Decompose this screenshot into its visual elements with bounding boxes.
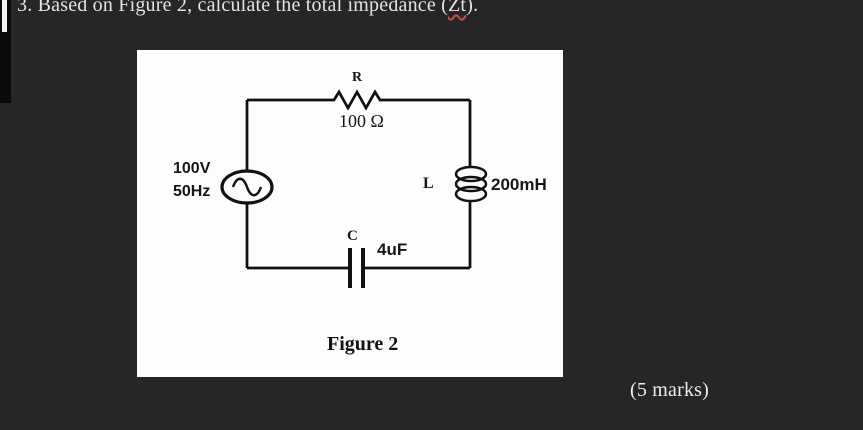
capacitor-value: 4uF (377, 240, 408, 259)
question-text-suffix: ). (466, 0, 479, 16)
question-text: 3. Based on Figure 2, calculate the tota… (17, 0, 478, 15)
source-voltage-label: 100V (173, 160, 211, 177)
capacitor-label: C (347, 228, 358, 244)
figure-image-panel: R 100 Ω 100V 50Hz L 200mH C 4uF Figure 2 (137, 50, 563, 377)
figure-caption: Figure 2 (327, 333, 399, 355)
inductor-value: 200mH (491, 175, 547, 194)
capacitor-symbol (348, 248, 365, 288)
source-frequency-label: 50Hz (173, 183, 211, 200)
ac-source-symbol (220, 169, 274, 205)
resistor-value: 100 Ω (339, 111, 384, 131)
question-term-flagged: Zt (448, 0, 467, 16)
sine-wave-icon (231, 177, 263, 197)
left-edge-marker (2, 0, 7, 32)
resistor-symbol (247, 89, 470, 111)
page-edge-strip (0, 0, 11, 103)
resistor-label: R (351, 70, 363, 85)
inductor-symbol (454, 165, 488, 203)
inductor-label: L (423, 175, 434, 192)
question-text-prefix: 3. Based on Figure 2, calculate the tota… (17, 0, 449, 16)
marks-label: (5 marks) (630, 379, 709, 401)
circuit-diagram (220, 89, 488, 288)
